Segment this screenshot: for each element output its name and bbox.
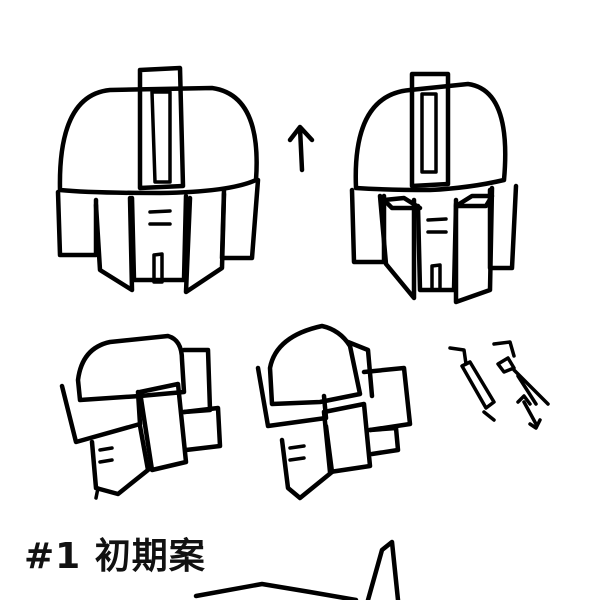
partial-sketch-bottom — [193, 539, 401, 600]
head-side-b — [255, 323, 413, 501]
head-side-a — [59, 333, 223, 500]
caption-label: #1 初期案 — [24, 536, 206, 577]
detail-sketch — [448, 340, 550, 422]
double-arrow-icon — [516, 394, 542, 430]
arrow-up-icon — [287, 124, 315, 173]
head-front-plain — [55, 65, 261, 295]
head-front-eyes — [349, 71, 519, 305]
